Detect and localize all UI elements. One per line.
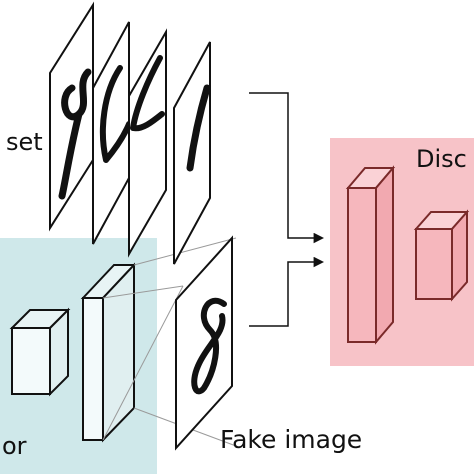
discriminator-label: Disc xyxy=(416,145,467,173)
discriminator-tall-block xyxy=(345,165,396,345)
real-connector xyxy=(249,92,325,244)
fake-image-sheet xyxy=(175,235,233,451)
real-image-sheet-2 xyxy=(92,21,132,245)
real-image-sheet-1 xyxy=(49,1,94,232)
discriminator-small-block xyxy=(413,209,470,302)
fake-connector xyxy=(249,256,325,327)
generator-small-block xyxy=(9,307,71,397)
real-set-label: set xyxy=(6,128,43,156)
projection-lines xyxy=(102,237,237,447)
real-image-sheet-3 xyxy=(128,28,167,258)
fake-image-label: Fake image xyxy=(220,425,363,454)
generator-label: or xyxy=(2,432,27,460)
real-image-sheet-4-visible xyxy=(173,41,211,265)
generator-tall-block xyxy=(80,262,137,443)
